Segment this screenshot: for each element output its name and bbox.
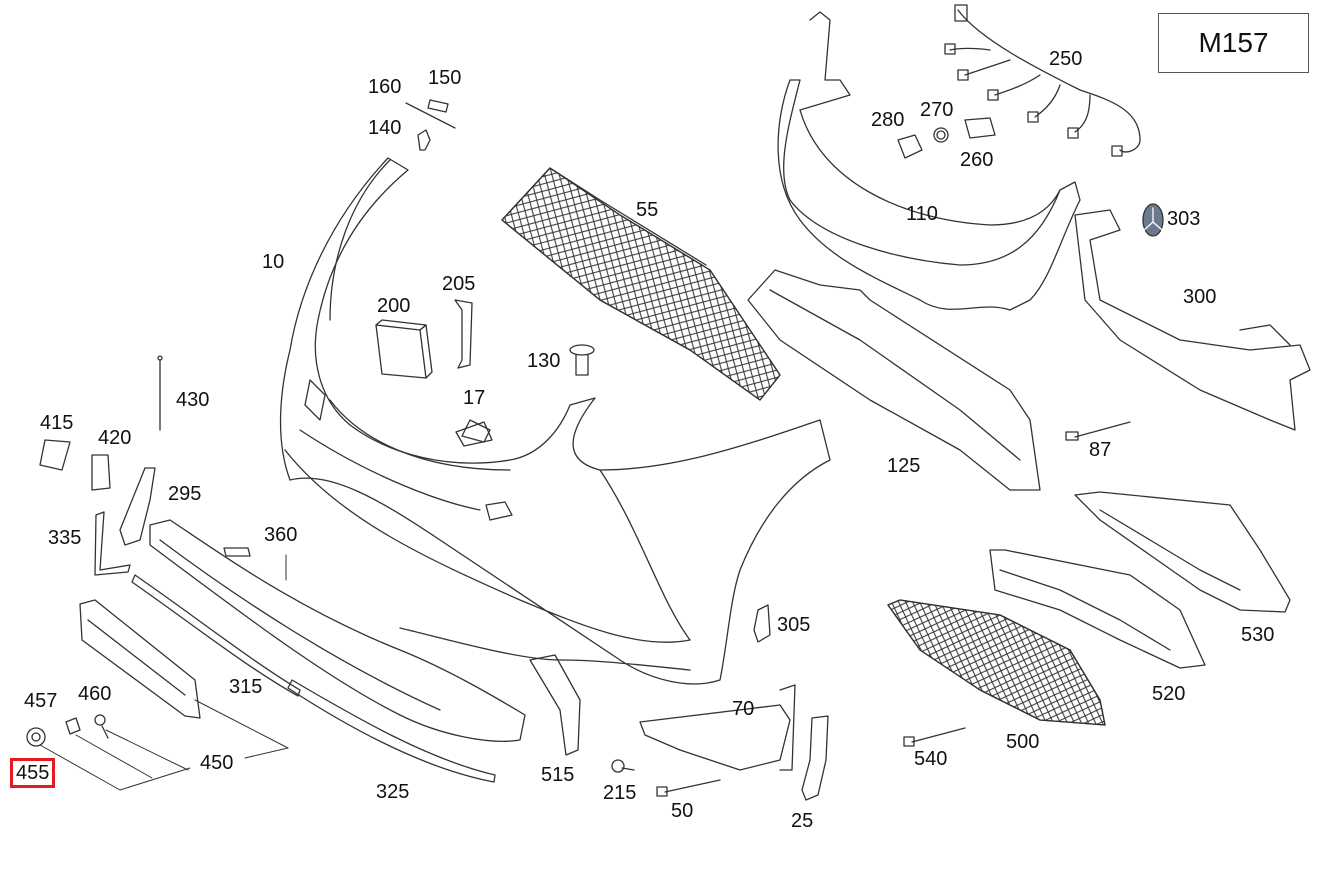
- part-label-303[interactable]: 303: [1167, 208, 1201, 230]
- part-label-150[interactable]: 150: [428, 67, 462, 89]
- strip-515-shape: [529, 654, 581, 756]
- clip-130-shape: [569, 344, 595, 376]
- part-label-70[interactable]: 70: [732, 698, 755, 720]
- trim-530-shape: [1074, 491, 1291, 613]
- part-label-415[interactable]: 415: [40, 412, 74, 434]
- part-label-205[interactable]: 205: [442, 273, 476, 295]
- harness-250-shape: [944, 4, 1141, 157]
- part-label-300[interactable]: 300: [1183, 286, 1217, 308]
- part-label-160[interactable]: 160: [368, 76, 402, 98]
- fasteners-215-50-shape: [611, 759, 721, 797]
- part-label-110[interactable]: 110: [906, 203, 938, 225]
- hinge-420-shape: [91, 454, 111, 491]
- part-label-325[interactable]: 325: [376, 781, 410, 803]
- part-label-335[interactable]: 335: [48, 527, 82, 549]
- strip-325-shape: [287, 679, 496, 783]
- spoiler-360-shape: [149, 519, 526, 742]
- bumper-cover-shape: [279, 157, 831, 685]
- part-label-215[interactable]: 215: [603, 782, 637, 804]
- carrier-110-shape: [777, 11, 1081, 311]
- bolt-87-shape: [1065, 421, 1131, 441]
- part-label-420[interactable]: 420: [98, 427, 132, 449]
- part-label-130[interactable]: 130: [527, 350, 561, 372]
- absorber-300-shape: [1074, 209, 1311, 431]
- part-label-25[interactable]: 25: [791, 810, 814, 832]
- pin-parts-shape: [405, 99, 456, 151]
- cover-415-shape: [39, 439, 71, 471]
- bracket-205-shape: [454, 299, 473, 369]
- part-label-125[interactable]: 125: [887, 455, 921, 477]
- part-label-305[interactable]: 305: [777, 614, 811, 636]
- part-label-455[interactable]: 455: [9, 758, 56, 788]
- part-label-50[interactable]: 50: [671, 800, 694, 822]
- bracket-305-shape: [753, 604, 771, 643]
- strip-25-shape: [801, 715, 829, 801]
- air-guide-70-shape: [639, 684, 796, 771]
- leader-lines: [39, 554, 289, 791]
- sensors-shape: [897, 117, 996, 159]
- part-label-17[interactable]: 17: [463, 387, 486, 409]
- part-label-460[interactable]: 460: [78, 683, 112, 705]
- part-label-540[interactable]: 540: [914, 748, 948, 770]
- bolt-540-shape: [903, 727, 966, 747]
- emblem-303-shape: [1142, 203, 1164, 237]
- rod-430-shape: [157, 355, 163, 431]
- plate-holder-460-shape: [79, 599, 201, 719]
- part-label-430[interactable]: 430: [176, 389, 210, 411]
- part-label-457[interactable]: 457: [24, 690, 58, 712]
- part-label-87[interactable]: 87: [1089, 439, 1112, 461]
- model-code-box: M157: [1158, 13, 1309, 73]
- fasteners-455-457-450-shape: [26, 714, 109, 747]
- grille-500-shape: [887, 599, 1106, 726]
- strip-315-shape: [131, 574, 301, 697]
- part-label-270[interactable]: 270: [920, 99, 954, 121]
- trim-335-shape: [94, 511, 131, 576]
- part-label-10[interactable]: 10: [262, 251, 285, 273]
- part-label-500[interactable]: 500: [1006, 731, 1040, 753]
- part-label-140[interactable]: 140: [368, 117, 402, 139]
- part-label-450[interactable]: 450: [200, 752, 234, 774]
- part-label-360[interactable]: 360: [264, 524, 298, 546]
- frame-125-shape: [747, 269, 1041, 491]
- part-label-515[interactable]: 515: [541, 764, 575, 786]
- trim-295-shape: [119, 467, 156, 546]
- part-label-520[interactable]: 520: [1152, 683, 1186, 705]
- part-label-260[interactable]: 260: [960, 149, 994, 171]
- cap-17-shape: [455, 421, 493, 447]
- part-label-315[interactable]: 315: [229, 676, 263, 698]
- control-module-shape: [375, 319, 433, 379]
- part-label-280[interactable]: 280: [871, 109, 905, 131]
- trim-520-shape: [989, 549, 1206, 669]
- grille-55-shape: [501, 167, 781, 401]
- part-label-55[interactable]: 55: [636, 199, 659, 221]
- part-label-200[interactable]: 200: [377, 295, 411, 317]
- part-label-530[interactable]: 530: [1241, 624, 1275, 646]
- part-label-295[interactable]: 295: [168, 483, 202, 505]
- part-label-250[interactable]: 250: [1049, 48, 1083, 70]
